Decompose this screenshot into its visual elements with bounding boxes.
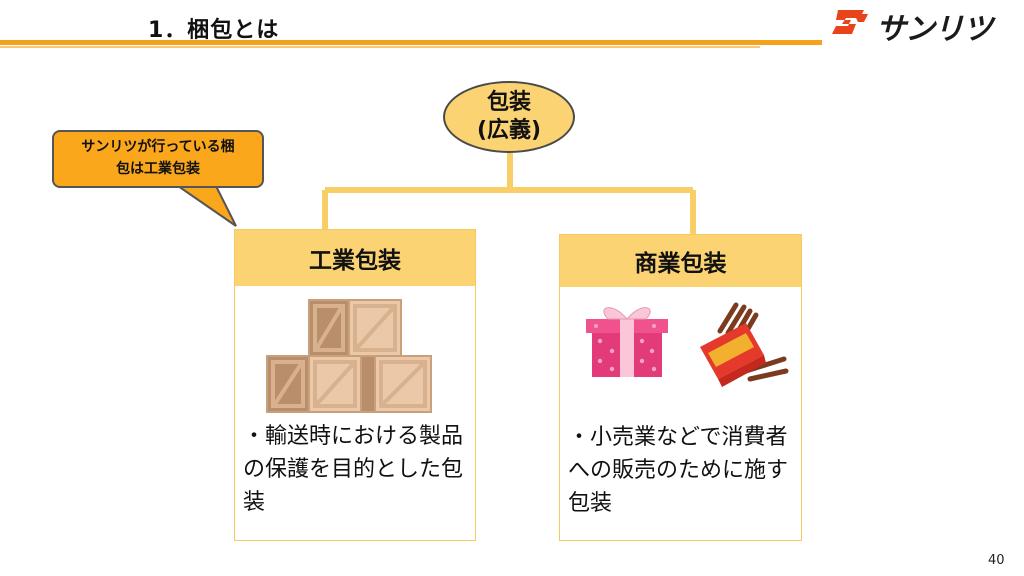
callout-line1: サンリツが行っている梱 xyxy=(81,139,235,155)
root-node-line1: 包装 xyxy=(486,90,531,115)
callout-line2: 包は工業包装 xyxy=(116,161,200,177)
root-node-packaging: 包装 (広義) xyxy=(443,81,575,153)
wooden-crates-icon xyxy=(266,299,432,413)
title-underline xyxy=(0,40,822,45)
logo-text: サンリツ xyxy=(876,12,993,47)
commercial-description-line1: ・小売業などで消費者 xyxy=(568,425,788,450)
industrial-packaging-box: 工業包装 ・輸送時における製品 の保護を目的とした包 装 xyxy=(234,229,476,541)
gift-box-icon xyxy=(586,307,668,377)
root-node-line2: (広義) xyxy=(476,118,542,143)
callout-note: サンリツが行っている梱 包は工業包装 xyxy=(52,130,264,188)
industrial-description-line2: の保護を目的とした包 xyxy=(243,457,464,482)
industrial-packaging-description: ・輸送時における製品 の保護を目的とした包 装 xyxy=(243,420,469,519)
commercial-description-line3: 包装 xyxy=(568,491,613,516)
snack-box-icon xyxy=(700,302,789,387)
commercial-packaging-description: ・小売業などで消費者 への販売のために施す 包装 xyxy=(568,421,795,520)
industrial-description-line1: ・輸送時における製品 xyxy=(243,424,464,449)
commercial-description-line2: への販売のために施す xyxy=(568,458,789,483)
sanritsu-logo-icon xyxy=(832,10,868,34)
page-number: 40 xyxy=(988,553,1005,568)
commercial-packaging-heading: 商業包装 xyxy=(560,235,801,287)
industrial-description-line3: 装 xyxy=(243,490,266,515)
industrial-packaging-heading: 工業包装 xyxy=(235,230,475,286)
commercial-packaging-box: 商業包装 ・小売業などで消費者 へ xyxy=(559,234,802,541)
slide-title: 1．梱包とは xyxy=(148,18,280,43)
title-underline-thin xyxy=(0,46,760,48)
